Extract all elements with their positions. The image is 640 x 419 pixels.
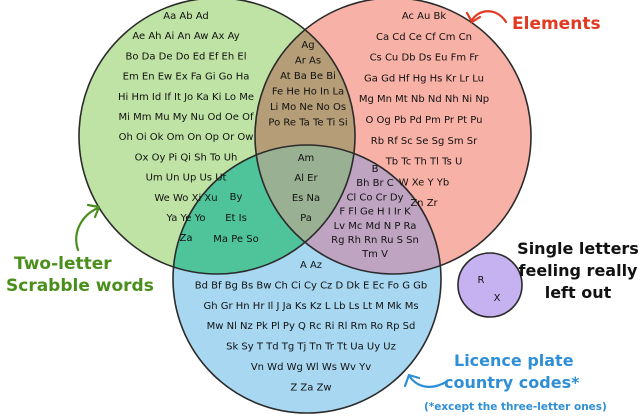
- green-arrowhead: [86, 203, 101, 219]
- plates-only-line: Mw Nl Nz Pk Pl Py Q Rc Ri Rl Rm Ro Rp Sd: [207, 321, 416, 332]
- elements-label: Elements: [512, 14, 601, 34]
- single-letter-x: X: [494, 293, 501, 304]
- scrabble-only-line: Hi Hm Id If It Jo Ka Ki Lo Me: [118, 92, 254, 103]
- elements-only-line: Ac Au Bk: [402, 11, 447, 22]
- scrabble-elements-line: Fe He Ho In La: [272, 87, 344, 98]
- plates-only-line: Sk Sy T Td Tg Tj Tn Tr Tt Ua Uy Uz: [226, 342, 396, 353]
- scrabble-only-line: Aa Ab Ad: [163, 11, 209, 22]
- plates-label-line-1: Licence plate: [454, 351, 574, 370]
- scrabble-only-line: Ya Ye Yo: [165, 213, 205, 224]
- scrabble-only-line: Ox Oy Pi Qi Sh To Uh: [135, 152, 238, 163]
- blue-arrowhead: [403, 373, 421, 388]
- plates-only-line: Vn Wd Wg Wl Ws Wv Yv: [251, 362, 371, 373]
- elements-only-region: Ac Au Bk Ca Cd Ce Cf Cm Cn Cs Cu Db Ds Eu …: [359, 11, 489, 209]
- overlap-scrabble-plates: [173, 145, 355, 274]
- all-three-line: Es Na: [292, 193, 320, 204]
- scrabble-only-line: Bo Da De Do Ed Ef Eh El: [126, 51, 247, 62]
- scrabble-elements-region: Ag Ar As At Ba Be Bi Fe He Ho In La Li Mo Ne…: [268, 40, 347, 129]
- scrabble-only-line: Ae Ah Ai An Aw Ax Ay: [132, 31, 239, 42]
- scrabble-plates-region: By Et Is Ma Pe So: [213, 192, 258, 245]
- elements-only-line: Ga Gd Hf Hg Hs Kr Lr Lu: [364, 73, 484, 84]
- elements-plates-line: Rg Rh Rn Ru S Sn: [331, 235, 419, 246]
- elements-plates-line: B: [372, 164, 379, 175]
- scrabble-elements-line: Ar As: [295, 56, 321, 67]
- single-letter-r: R: [478, 275, 485, 286]
- single-letters-circle: [457, 252, 523, 318]
- elements-plates-line: Bh Br C: [356, 178, 394, 189]
- scrabble-plates-line: By: [230, 192, 243, 203]
- red-curved-arrow: [470, 10, 508, 24]
- all-three-line: Am: [298, 153, 315, 164]
- elements-only-line: Rb Rf Sc Se Sg Sm Sr: [371, 136, 478, 147]
- plates-only-line: A Az: [300, 260, 322, 271]
- elements-plates-line: Lv Mc Md N P Ra: [334, 221, 417, 232]
- elements-plates-region: B Bh Br C Cl Co Cr Dy F Fl Ge H I Ir K Lv Mc…: [331, 164, 419, 260]
- elements-plates-line: Cl Co Cr Dy: [346, 192, 403, 203]
- blue-curved-arrow: [408, 375, 448, 388]
- plates-only-line: Gh Gr Hn Hr Il J Ja Ks Kz L Lb Ls Lt M M…: [203, 301, 418, 312]
- elements-only-line: W Xe Y Yb: [399, 177, 450, 188]
- elements-plates-line: F Fl Ge H I Ir K: [339, 207, 411, 218]
- elements-only-line: O Og Pb Pd Pm Pr Pt Pu: [366, 115, 483, 126]
- red-arrowhead: [465, 11, 482, 24]
- scrabble-only-region: Aa Ab Ad Ae Ah Ai An Aw Ax Ay Bo Da De Do …: [118, 11, 254, 244]
- single-label-line-1: Single letters: [517, 239, 639, 258]
- single-label-line-2: feeling really: [519, 261, 639, 280]
- all-three-line: Pa: [300, 213, 312, 224]
- scrabble-only-line: Em En Ew Ex Fa Gi Go Ha: [123, 72, 250, 83]
- scrabble-elements-line: Po Re Ta Te Ti Si: [268, 118, 347, 129]
- scrabble-only-line: We Wo Xi Xu: [154, 193, 217, 204]
- green-curved-arrow: [75, 206, 100, 252]
- elements-only-line: Mg Mn Mt Nb Nd Nh Ni Np: [359, 94, 489, 105]
- elements-only-line: Tb Tc Th Tl Ts U: [385, 157, 463, 168]
- scrabble-elements-line: Li Mo Ne No Os: [270, 102, 346, 113]
- overlap-elements-plates: [255, 145, 441, 274]
- scrabble-elements-line: Ag: [301, 40, 314, 51]
- scrabble-only-line: Oh Oi Ok Om On Op Or Ow: [119, 132, 254, 143]
- plates-note: (*except the three-letter ones): [424, 401, 607, 413]
- all-three-region: Am Al Er Es Na Pa: [292, 153, 320, 224]
- plates-only-line: Z Za Zw: [290, 382, 331, 393]
- scrabble-label-line-1: Two-letter: [14, 254, 112, 274]
- scrabble-plates-line: Et Is: [225, 213, 247, 224]
- elements-only-line: Cs Cu Db Ds Eu Fm Fr: [370, 53, 480, 64]
- single-label-line-3: left out: [545, 283, 612, 302]
- scrabble-label-line-2: Scrabble words: [6, 276, 154, 296]
- scrabble-plates-line: Ma Pe So: [213, 234, 258, 245]
- elements-only-line: Zn Zr: [410, 198, 438, 209]
- plates-label-line-2: country codes*: [444, 373, 580, 392]
- scrabble-only-line: Za: [180, 233, 193, 244]
- elements-plates-line: Tm V: [361, 249, 388, 260]
- all-three-line: Al Er: [294, 173, 318, 184]
- plates-only-region: A Az Bd Bf Bg Bs Bw Ch Ci Cy Cz D Dk E Ec…: [195, 260, 428, 393]
- scrabble-only-line: Um Un Up Us Ut: [146, 173, 227, 184]
- scrabble-only-line: Mi Mm Mu My Nu Od Oe Of: [119, 112, 254, 123]
- elements-only-line: Ca Cd Ce Cf Cm Cn: [376, 32, 472, 43]
- scrabble-elements-line: At Ba Be Bi: [280, 71, 336, 82]
- plates-only-line: Bd Bf Bg Bs Bw Ch Ci Cy Cz D Dk E Ec Fo …: [195, 280, 428, 291]
